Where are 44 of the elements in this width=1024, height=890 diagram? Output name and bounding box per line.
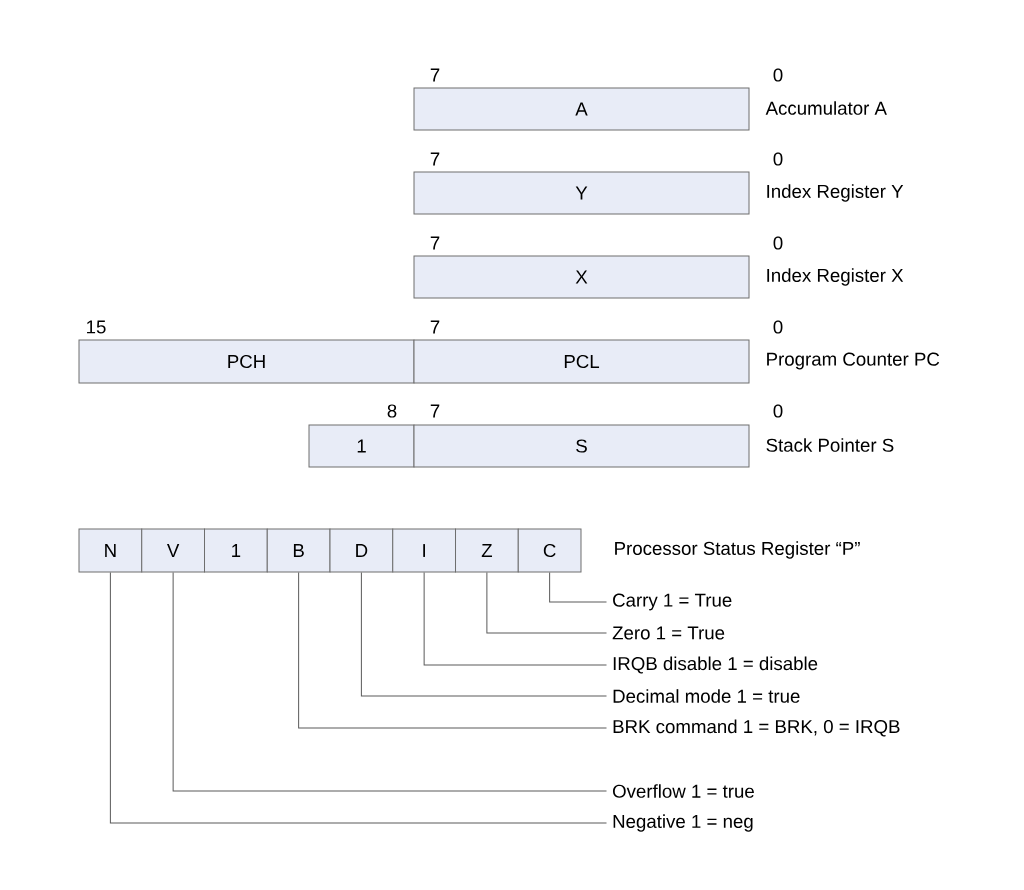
- register-box: X: [413, 255, 750, 299]
- flag-cell: I: [392, 528, 456, 573]
- flag-description: Zero 1 = True: [612, 626, 725, 640]
- bit-number: 7: [430, 404, 440, 418]
- register-box: A: [413, 87, 750, 131]
- flag-description: IRQB disable 1 = disable: [613, 656, 818, 674]
- register-name: Stack Pointer S: [766, 438, 894, 452]
- register-name: Accumulator A: [765, 101, 887, 115]
- flag-description: Negative 1 = neg: [613, 814, 753, 832]
- flag-description: Overflow 1 = true: [613, 784, 754, 798]
- flag-cell: N: [78, 528, 143, 573]
- leader-line: [486, 572, 607, 634]
- register-box: PCH: [78, 339, 415, 384]
- bit-number: 7: [430, 320, 440, 334]
- register-name: Index Register Y: [767, 184, 904, 202]
- leader-line: [298, 572, 607, 729]
- bit-number: 7: [430, 236, 440, 250]
- bit-number: 0: [773, 152, 783, 166]
- bit-number: 0: [773, 236, 783, 250]
- flag-description: Carry 1 = True: [613, 593, 732, 611]
- leader-line: [360, 572, 607, 697]
- flag-cell: V: [141, 528, 205, 573]
- flag-cell: C: [517, 528, 582, 573]
- flag-description: BRK command 1 = BRK, 0 = IRQB: [613, 719, 900, 737]
- register-box: PCL: [413, 339, 750, 384]
- bit-number: 0: [773, 404, 783, 418]
- bit-number: 0: [773, 320, 783, 334]
- flag-cell: 1: [204, 528, 268, 573]
- register-name: Program Counter PC: [767, 352, 940, 370]
- leader-line: [109, 572, 607, 824]
- bit-number: 0: [773, 68, 783, 82]
- bit-number: 7: [430, 152, 440, 166]
- flag-cell: B: [266, 528, 331, 573]
- flag-cell: D: [329, 528, 394, 573]
- register-name: Index Register X: [767, 268, 904, 286]
- register-name: Processor Status Register “P”: [615, 541, 860, 559]
- flag-cell: Z: [455, 528, 519, 573]
- leader-line: [423, 572, 607, 666]
- flag-description: Decimal mode 1 = true: [613, 689, 800, 703]
- bit-number: 8: [387, 404, 397, 418]
- leader-line: [549, 572, 607, 603]
- register-box: 1: [308, 424, 415, 468]
- leader-line: [172, 572, 607, 792]
- register-box: Y: [413, 171, 750, 215]
